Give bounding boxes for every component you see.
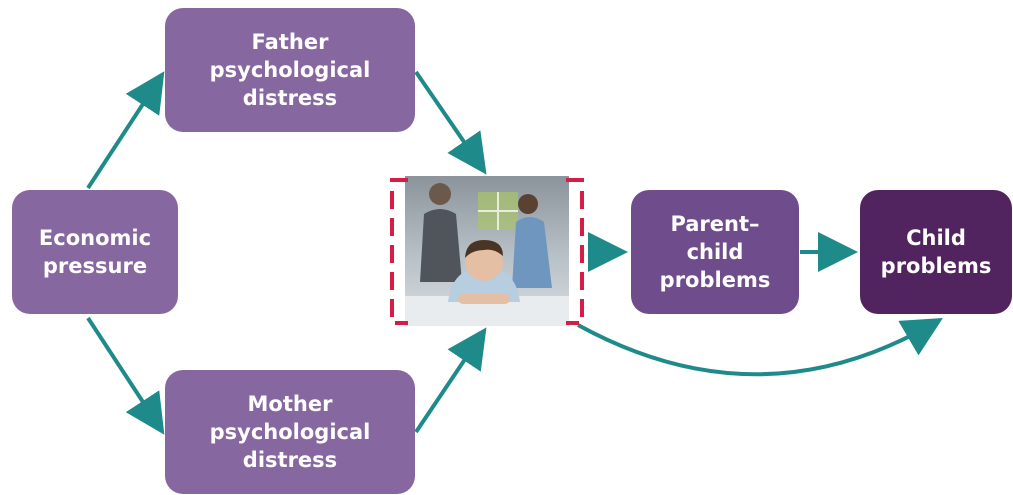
node-child-problems: Child problems — [860, 190, 1012, 314]
photo-highlight-left — [390, 178, 408, 325]
photo-boy-hair — [465, 240, 503, 258]
arrow-father-to-photo — [414, 70, 487, 175]
node-father-psychological-distress: Father psychological distress — [165, 8, 415, 132]
arrow-economic-to-mother — [86, 316, 165, 435]
photo-highlight-right — [566, 178, 584, 325]
node-parent-child-problems: Parent– child problems — [631, 190, 799, 314]
arrows — [86, 70, 943, 435]
arrow-economic-to-father — [86, 71, 165, 190]
photo-boy-body — [448, 266, 520, 302]
arrow-mother-to-photo — [414, 327, 487, 434]
photo-boy-head — [465, 243, 503, 281]
node-economic-pressure: Economic pressure — [12, 190, 178, 314]
photo-adult-right-body — [512, 217, 552, 288]
family-conflict-photo-icon — [390, 176, 584, 326]
photo-adult-left-head — [429, 183, 451, 205]
photo-adult-left-body — [420, 209, 462, 282]
node-mother-psychological-distress: Mother psychological distress — [165, 370, 415, 494]
arrow-photo-to-child-curve — [577, 317, 943, 377]
photo-adult-right-head — [518, 194, 538, 214]
photo-boy-arms — [458, 294, 510, 304]
